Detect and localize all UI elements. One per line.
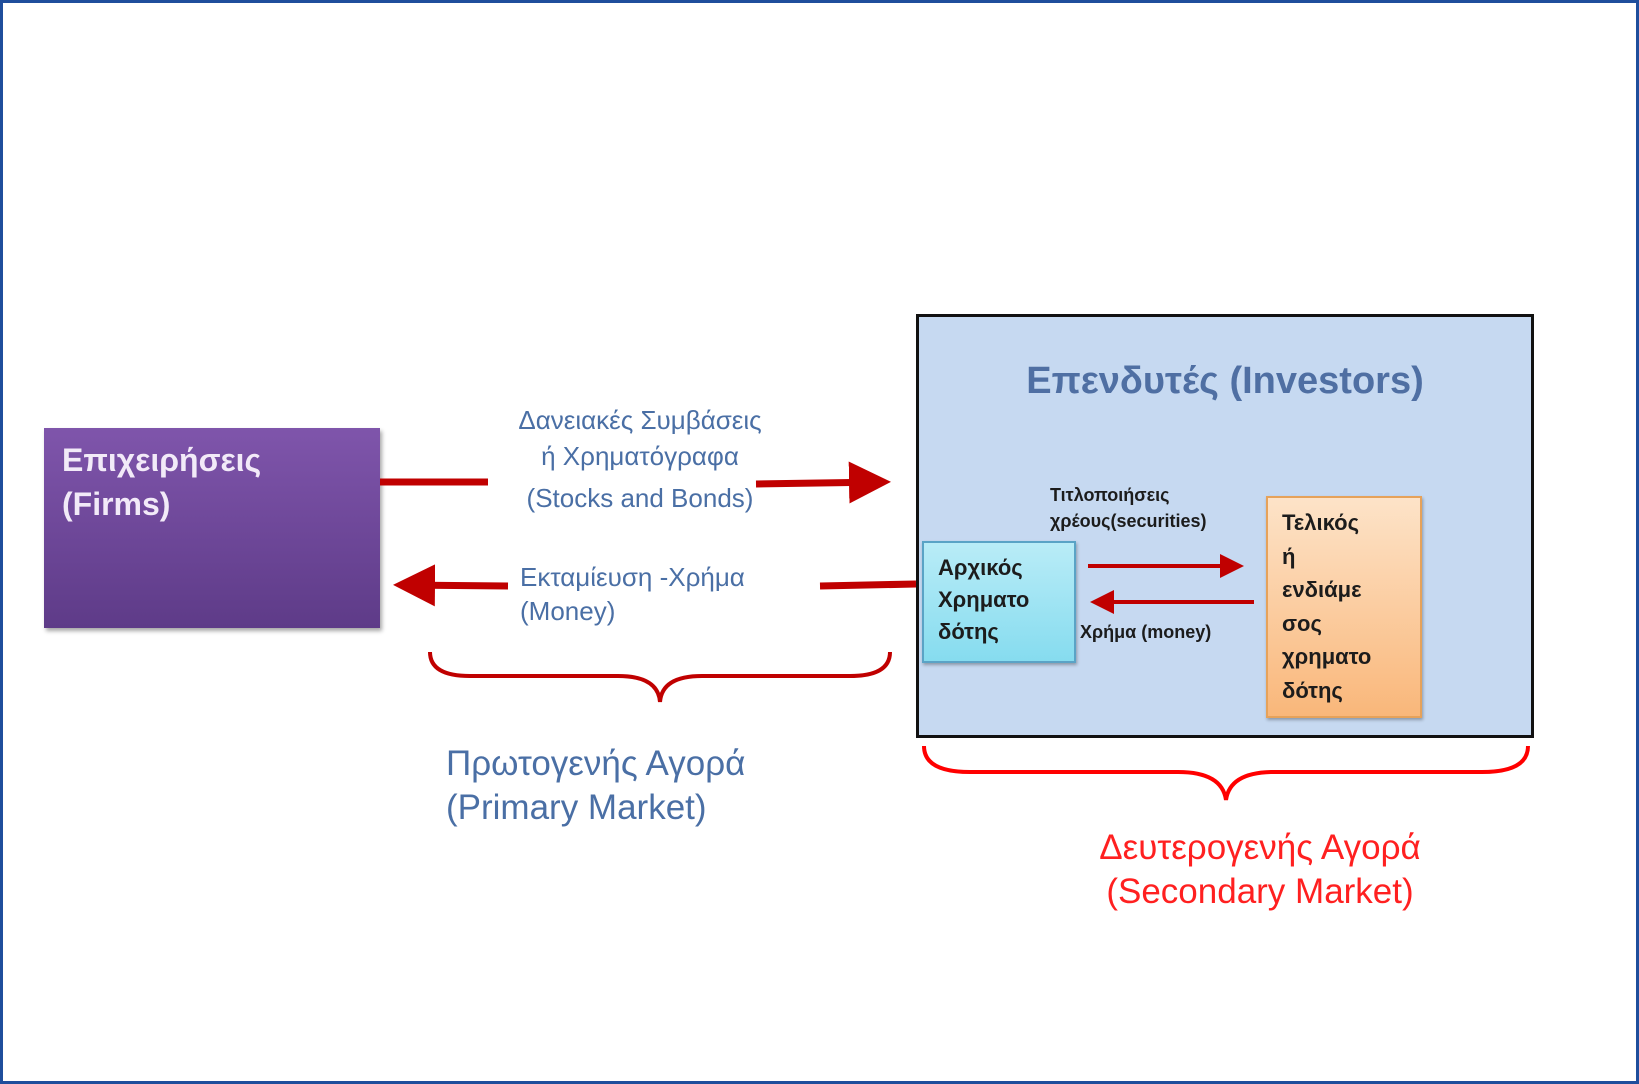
disbursement-label-line2: (Money) — [520, 596, 616, 626]
secondary-market-label-line1: Δευτερογενής Αγορά — [1099, 828, 1421, 867]
final-lender-line2: ή — [1282, 543, 1296, 569]
firms-label: Επιχειρήσεις (Firms) — [62, 438, 362, 526]
inner-money-label: Χρήμα (money) — [1080, 622, 1212, 642]
securitization-label-line1: Τιτλοποιήσεις — [1050, 485, 1170, 505]
investors-title: Επενδυτές (Investors) — [1026, 360, 1424, 402]
loans-arrow-right-segment — [755, 461, 891, 504]
firms-box — [44, 428, 380, 628]
original-lender-label: Αρχικός Χρηματο δότης — [938, 552, 1068, 648]
secondary-market-label: Δευτερογενής Αγορά (Secondary Market) — [1060, 826, 1460, 914]
final-lender-line4: σος — [1282, 610, 1322, 636]
final-lender-line6: δότης — [1282, 677, 1343, 703]
final-lender-box — [1266, 496, 1422, 718]
primary-market-label-line2: (Primary Market) — [446, 788, 707, 827]
primary-market-brace — [428, 651, 892, 703]
original-lender-line3: δότης — [938, 619, 999, 644]
securitization-label-line2: χρέους(securities) — [1050, 511, 1207, 531]
money-arrow-right-segment — [819, 580, 917, 590]
primary-market-label-line1: Πρωτογενής Αγορά — [446, 744, 746, 783]
final-lender-line1: Τελικός — [1282, 510, 1360, 535]
secondary-market-label-line2: (Secondary Market) — [1106, 872, 1414, 911]
securitization-label: Τιτλοποιήσεις χρέους(securities) — [1050, 482, 1270, 534]
final-lender-line5: χρηματο — [1282, 644, 1372, 669]
original-lender-box — [922, 541, 1076, 663]
loans-label-line1: Δανειακές Συμβάσεις — [518, 405, 762, 435]
loans-label-line3: (Stocks and Bonds) — [526, 483, 754, 513]
loans-label: Δανειακές Συμβάσεις ή Χρηματόγραφα (Stoc… — [470, 402, 810, 516]
firms-label-line2: (Firms) — [62, 486, 171, 522]
secondary-market-brace — [922, 745, 1530, 801]
disbursement-label-line1: Εκταμίευση -Χρήμα — [520, 562, 745, 592]
original-lender-line1: Αρχικός — [938, 555, 1023, 580]
original-lender-line2: Χρηματο — [938, 587, 1030, 612]
firms-label-line1: Επιχειρήσεις — [62, 442, 262, 478]
disbursement-label: Εκταμίευση -Χρήμα (Money) — [520, 560, 820, 628]
investors-box — [916, 314, 1534, 738]
loans-label-line2: ή Χρηματόγραφα — [541, 441, 739, 471]
final-lender-label: Τελικός ή ενδιάμε σος χρηματο δότης — [1282, 506, 1412, 707]
primary-market-label: Πρωτογενής Αγορά (Primary Market) — [446, 742, 846, 830]
final-lender-line3: ενδιάμε — [1282, 577, 1362, 602]
money-arrow-left-segment — [393, 564, 509, 607]
